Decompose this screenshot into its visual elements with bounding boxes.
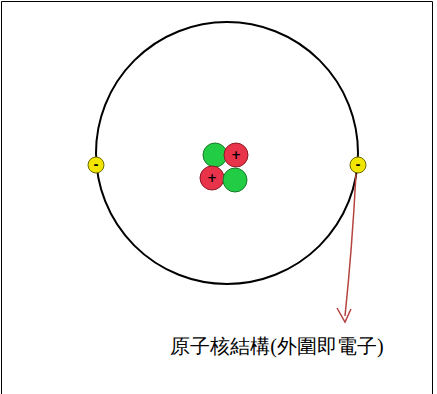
proton-ball [224, 143, 248, 167]
electron-orbit [96, 22, 358, 284]
charge-sign: + [207, 172, 217, 184]
leader-arrowhead [337, 308, 351, 322]
electron-ball [88, 157, 104, 173]
caption-label: 原子核結構(外圍即電子) [170, 334, 383, 358]
leader-arrow [345, 174, 356, 316]
proton-ball [200, 166, 224, 190]
charge-sign: - [94, 159, 99, 171]
electron-ball [350, 157, 366, 173]
neutron-ball [203, 143, 227, 167]
neutron-ball [223, 168, 247, 192]
charge-sign: - [356, 159, 361, 171]
charge-sign: + [231, 149, 241, 161]
